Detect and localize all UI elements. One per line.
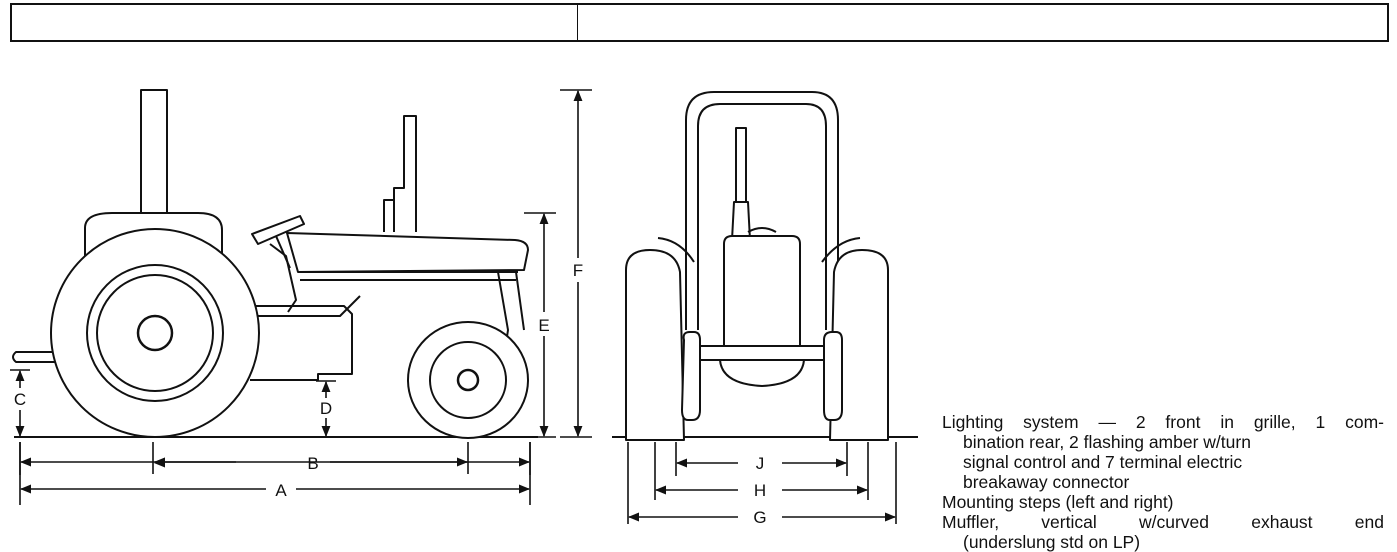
header-box [10, 3, 1389, 42]
grille [723, 235, 801, 357]
label-b: B [307, 454, 318, 473]
label-g: G [753, 508, 766, 524]
steering-wheel [251, 215, 305, 245]
body [250, 305, 353, 381]
note-mounting-steps: Mounting steps (left and right) [942, 492, 1384, 512]
rear-hub [136, 314, 174, 352]
right-rear-tire [829, 249, 889, 441]
exhaust-stack [140, 89, 168, 215]
rops-post [393, 115, 417, 232]
note-lighting-system: Lighting system — 2 front in grille, 1 c… [942, 412, 1384, 492]
label-j: J [756, 454, 765, 473]
tractor-front-view [612, 91, 918, 441]
note-muffler-line-2: (underslung std on LP) [963, 532, 1141, 552]
label-e: E [538, 316, 549, 335]
note-lighting-line-4: breakaway connector [963, 472, 1130, 492]
drawbar [12, 351, 61, 363]
label-h: H [754, 481, 766, 500]
note-mounting-steps-text: Mounting steps (left and right) [942, 492, 1174, 512]
tractor-side-view [12, 89, 538, 439]
note-muffler-first-line: Muffler, vertical w/curved exhaust end [942, 512, 1384, 532]
left-rear-tire [625, 249, 685, 441]
rear-tire [50, 228, 260, 438]
label-c: C [14, 390, 26, 409]
note-lighting-first-line: Lighting system — 2 front in grille, 1 c… [942, 412, 1384, 432]
feature-notes: Lighting system — 2 front in grille, 1 c… [942, 412, 1384, 552]
left-front-tire [681, 331, 701, 421]
front-axle [689, 345, 831, 361]
rops-hoop [685, 91, 839, 330]
rear-rim [86, 264, 224, 402]
label-f: F [573, 261, 583, 280]
header-divider [577, 5, 578, 40]
platform [250, 295, 361, 317]
note-muffler: Muffler, vertical w/curved exhaust end (… [942, 512, 1384, 552]
note-lighting-line-2: bination rear, 2 flashing amber w/turn [963, 432, 1251, 452]
hood [286, 232, 529, 273]
note-lighting-line-3: signal control and 7 terminal electric [963, 452, 1243, 472]
label-a: A [275, 481, 287, 500]
seat-back [383, 199, 394, 232]
front-tire [407, 321, 529, 439]
tractor-dimension-drawing: A B C D E F J H G [10, 89, 918, 524]
front-rim [429, 341, 507, 419]
front-hub [456, 368, 480, 392]
front-exhaust [735, 127, 747, 203]
right-front-tire [823, 331, 843, 421]
label-d: D [320, 399, 332, 418]
